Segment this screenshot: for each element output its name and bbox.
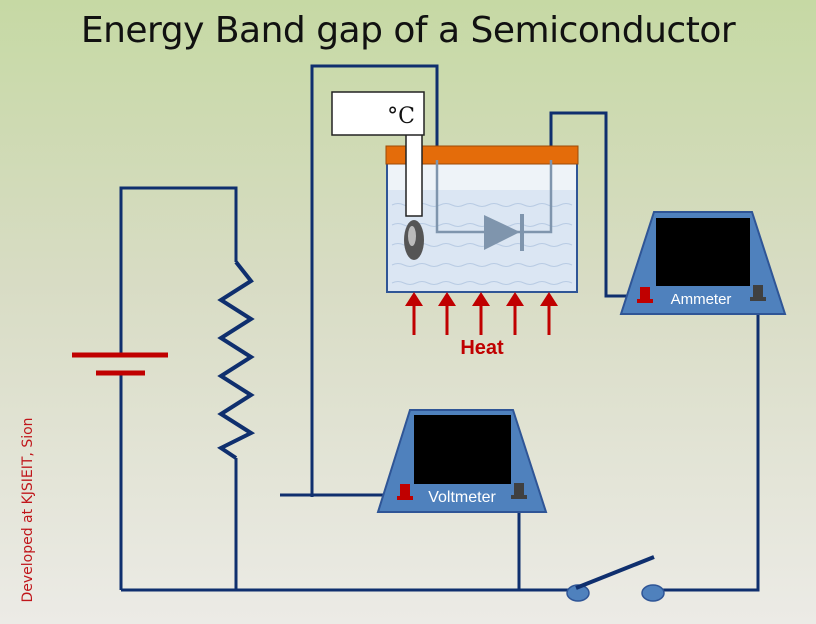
thermometer-unit: °C	[387, 104, 415, 129]
heat-arrow	[472, 292, 490, 335]
ammeter-display	[656, 218, 750, 286]
heat-arrows	[405, 292, 558, 335]
diode	[484, 214, 524, 251]
ammeter-label: Ammeter	[671, 291, 732, 308]
diagram-title: Energy Band gap of a Semiconductor	[80, 10, 736, 51]
ammeter-return-wire	[655, 302, 760, 592]
bath-lid	[385, 145, 579, 165]
thermometer-display	[331, 91, 425, 136]
ammeter-positive-terminal[interactable]	[637, 287, 653, 303]
voltmeter-negative-terminal[interactable]	[511, 483, 527, 499]
voltmeter-positive-terminal[interactable]	[397, 484, 413, 500]
voltmeter-label: Voltmeter	[428, 489, 496, 506]
thermometer: °C	[331, 91, 425, 260]
ammeter: Ammeter	[619, 211, 787, 315]
voltmeter-display	[414, 415, 511, 484]
heat-arrow	[438, 292, 456, 335]
battery-wire	[119, 186, 238, 355]
heat-arrow	[506, 292, 524, 335]
key-switch[interactable]	[566, 555, 665, 602]
voltmeter: Voltmeter	[376, 409, 548, 513]
heat-arrow	[405, 292, 423, 335]
rheostat	[217, 260, 256, 460]
heat-arrow	[540, 292, 558, 335]
heat-label: Heat	[460, 337, 504, 359]
battery	[72, 352, 168, 376]
ammeter-negative-terminal[interactable]	[750, 285, 766, 301]
